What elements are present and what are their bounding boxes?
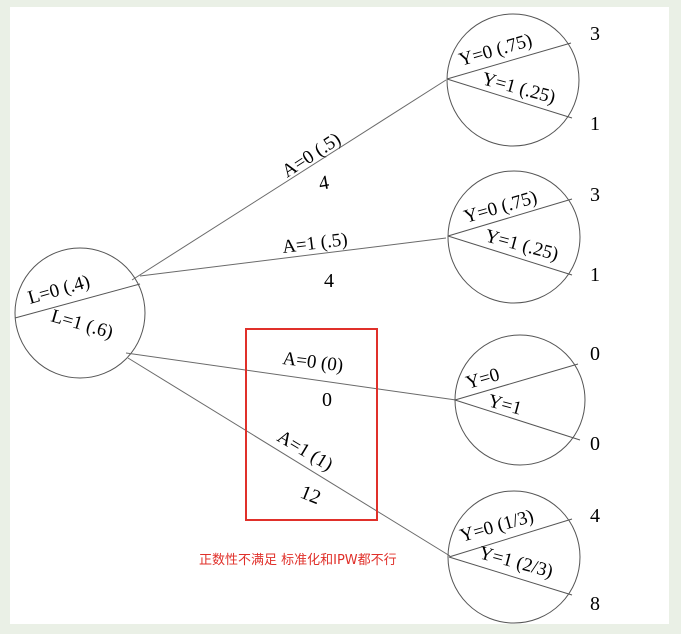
root-node-L — [14, 247, 146, 379]
leaf-node-2-divider — [447, 198, 573, 237]
leaf-3-label-Y0: Y=0 — [464, 364, 502, 394]
leaf-node-4-divider — [448, 518, 573, 558]
edge-L1-A1 — [127, 357, 451, 557]
outcome-3-Y1: 0 — [590, 433, 600, 455]
highlight-box — [245, 328, 378, 521]
root-node-divider — [14, 283, 141, 319]
outcome-1-Y1: 1 — [590, 113, 600, 135]
leaf-3-label-Y1: Y=1 — [486, 391, 524, 420]
outcome-3-Y0: 0 — [590, 343, 600, 365]
diagram-panel — [10, 7, 669, 624]
outcome-2-Y1: 1 — [590, 264, 600, 286]
outcome-4-Y0: 4 — [590, 505, 600, 527]
branch-label-L0-A0: A=0 (.5) — [278, 129, 344, 182]
leaf-2-label-Y0: Y=0 (.75) — [462, 187, 540, 228]
leaf-node-1 — [446, 13, 580, 147]
edge-L0-A0 — [131, 79, 447, 281]
leaf-node-2 — [447, 170, 581, 304]
branch-label-L0-A1: A=1 (.5) — [281, 229, 349, 258]
leaf-1-label-Y1: Y=1 (.25) — [480, 69, 558, 109]
outcome-4-Y1: 8 — [590, 593, 600, 615]
branch-value-L1-A1: 12 — [297, 481, 324, 509]
branch-label-L1-A1: A=1 (1) — [273, 426, 336, 475]
edge-L1-A0 — [125, 352, 457, 401]
leaf-4-label-Y0: Y=0 (1/3) — [458, 506, 536, 547]
leaf-node-3-divider — [454, 363, 579, 401]
leaf-node-1-divider-lower — [446, 78, 573, 119]
edge-L0-A1 — [139, 237, 447, 277]
leaf-node-3-divider-lower — [454, 399, 581, 441]
branch-value-L0-A1: 4 — [324, 270, 334, 292]
branch-value-L1-A0: 0 — [322, 389, 332, 411]
leaf-node-4-divider-lower — [448, 556, 573, 596]
root-label-L1: L=1 (.6) — [49, 306, 116, 344]
branch-label-L1-A0: A=0 (0) — [281, 348, 344, 376]
leaf-4-label-Y1: Y=1 (2/3) — [477, 543, 555, 583]
branch-value-L0-A0: 4 — [317, 172, 331, 195]
leaf-node-4 — [447, 490, 581, 624]
leaf-node-2-divider-lower — [447, 235, 573, 276]
outcome-2-Y0: 3 — [590, 184, 600, 206]
outcome-1-Y0: 3 — [590, 23, 600, 45]
annotation-note: 正数性不满足 标准化和IPW都不行 — [199, 553, 397, 568]
leaf-node-1-divider — [446, 42, 572, 80]
root-label-L0: L=0 (.4) — [26, 271, 93, 309]
